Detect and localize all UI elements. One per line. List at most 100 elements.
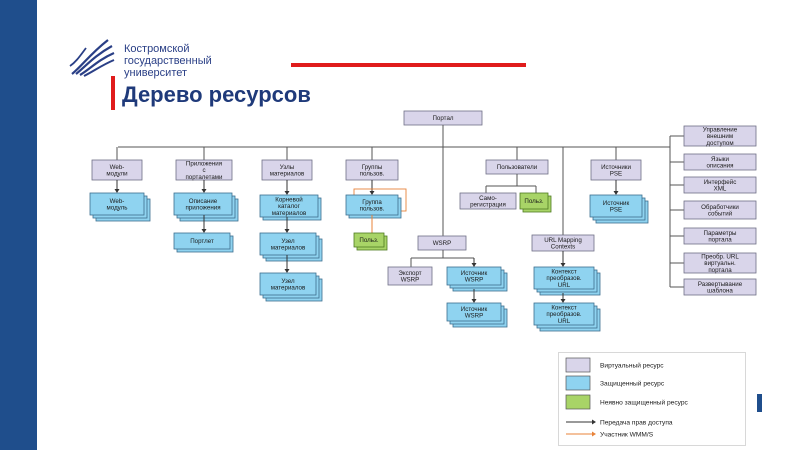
node-label: портала bbox=[708, 237, 732, 244]
university-name: Костромской государственный университет bbox=[124, 43, 212, 79]
arrow-head bbox=[201, 189, 207, 193]
university-name-line: университет bbox=[124, 67, 188, 79]
node-label: материалов bbox=[271, 245, 306, 252]
node-label: Источник bbox=[461, 306, 488, 313]
arrow-head bbox=[560, 299, 566, 303]
slide-edge-marker bbox=[757, 394, 762, 412]
node-label: модуль bbox=[107, 205, 128, 212]
node-box bbox=[259, 232, 317, 256]
legend-label: Участник WMM/S bbox=[600, 432, 654, 439]
node-label: внешним bbox=[707, 133, 733, 140]
node-label: каталог bbox=[278, 203, 300, 210]
node-box bbox=[533, 302, 595, 326]
node-label: PSE bbox=[610, 207, 622, 214]
portlet-node: Портлет bbox=[173, 232, 234, 253]
node-box bbox=[683, 153, 757, 171]
node-box bbox=[417, 235, 467, 251]
self-registration-node: Само-регистрация bbox=[459, 192, 517, 210]
title-red-marker bbox=[111, 76, 115, 110]
node-label: описания bbox=[706, 163, 733, 170]
node-label: Узел bbox=[281, 278, 295, 285]
node-box bbox=[89, 192, 145, 216]
node-label: портала bbox=[708, 267, 732, 274]
node-label: Параметры bbox=[704, 230, 738, 237]
node-label: WSRP bbox=[401, 277, 420, 284]
node-label: материалов bbox=[270, 171, 305, 178]
node-box bbox=[387, 266, 433, 286]
node-label: приложения bbox=[185, 205, 220, 212]
node-label: доступом bbox=[706, 140, 733, 147]
node-label: Само- bbox=[479, 195, 497, 202]
node-label: Управление bbox=[703, 127, 738, 134]
node-label: Группа bbox=[362, 199, 382, 206]
arrow-head bbox=[613, 191, 619, 195]
arrow-head bbox=[284, 229, 290, 233]
node-box bbox=[589, 194, 643, 218]
node-label: Корневой bbox=[275, 197, 303, 204]
node-label: порталетами bbox=[185, 174, 223, 181]
node-box bbox=[173, 232, 231, 250]
header-red-rule bbox=[291, 63, 526, 67]
node-label: Узел bbox=[281, 238, 295, 245]
university-name-line: Костромской bbox=[124, 43, 190, 55]
node-box bbox=[446, 266, 502, 286]
wsrp-node: WSRP bbox=[417, 235, 467, 251]
node-label: Источник bbox=[461, 270, 488, 277]
node-label: Приложения bbox=[186, 161, 222, 168]
node-label: Источник bbox=[603, 200, 630, 207]
node-label: Источники bbox=[601, 164, 631, 171]
node-label: Языки bbox=[711, 156, 729, 163]
node-label: PSE bbox=[610, 171, 622, 178]
arrow-head bbox=[284, 191, 290, 195]
node-box bbox=[353, 232, 385, 248]
legend-swatch bbox=[565, 394, 591, 410]
web-module-node: Web-модуль bbox=[89, 192, 151, 222]
node-label: Обработчики bbox=[701, 204, 739, 211]
node-label: преобразов. bbox=[546, 311, 582, 318]
node-label: Web- bbox=[110, 198, 125, 205]
university-name-line: государственный bbox=[124, 55, 212, 67]
arrow-head bbox=[114, 189, 120, 193]
legend-label: Неявно защищенный ресурс bbox=[600, 399, 689, 407]
node-box bbox=[259, 272, 317, 296]
node-label: Преобр. URL bbox=[701, 254, 739, 261]
node-label: шаблона bbox=[707, 288, 733, 295]
node-label: Польз. bbox=[524, 198, 543, 205]
legend-swatch bbox=[565, 357, 591, 373]
node-box bbox=[683, 252, 757, 274]
group-user-node: Польз. bbox=[353, 232, 388, 251]
node-box bbox=[519, 192, 549, 210]
node-box bbox=[446, 302, 502, 322]
arrow-head bbox=[284, 269, 290, 273]
legend-label: Защищенный ресурс bbox=[600, 380, 665, 388]
node-label: Узлы bbox=[280, 164, 295, 171]
node-label: Контекст bbox=[551, 269, 577, 276]
node-label: XML bbox=[714, 186, 727, 193]
node-label: URL Mapping bbox=[544, 237, 582, 244]
node-box bbox=[459, 192, 517, 210]
node-label: Интерфейс bbox=[704, 179, 737, 186]
column-header: Web-модули bbox=[91, 159, 143, 181]
slide-title: Дерево ресурсов bbox=[122, 82, 311, 107]
node-box bbox=[683, 200, 757, 220]
university-logo-icon bbox=[69, 39, 115, 77]
node-label: пользов. bbox=[360, 171, 385, 178]
legend-label: Виртуальный ресурс bbox=[600, 362, 664, 370]
node-label: Contexts bbox=[551, 244, 575, 251]
